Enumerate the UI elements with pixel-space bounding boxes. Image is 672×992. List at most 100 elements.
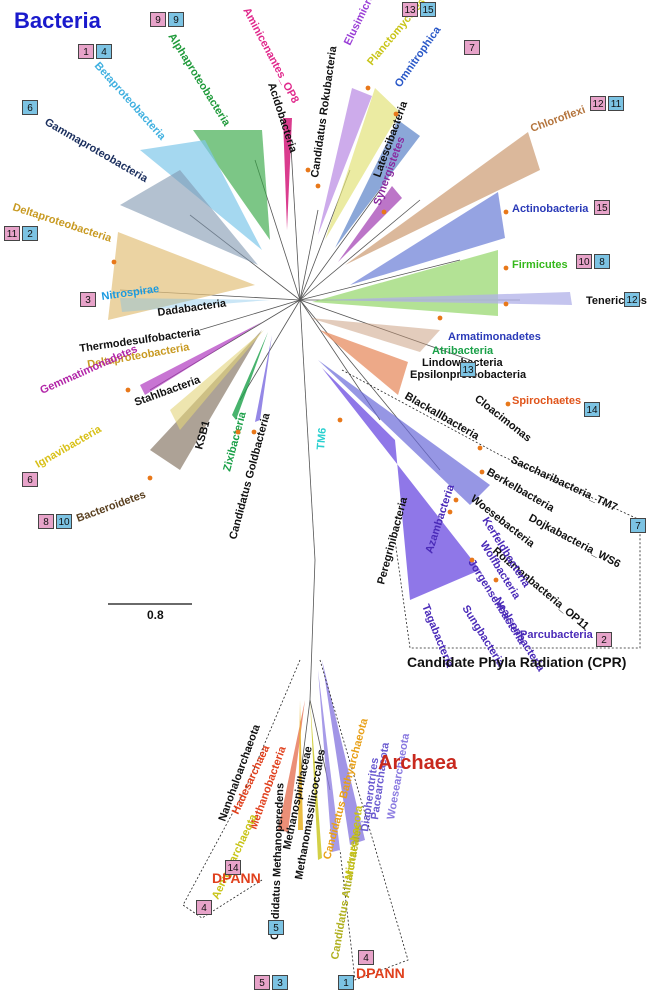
wedge-synergistetes <box>338 186 402 262</box>
badge-blue: 14 <box>584 402 600 417</box>
wedge-nitrospirae <box>120 298 270 312</box>
wedge-chloroflexi <box>345 132 540 265</box>
candidate-dot <box>305 167 311 173</box>
taxon-label-betaproteobacteria: Betaproteobacteria <box>92 60 169 143</box>
badge-blue: 1 <box>338 975 354 990</box>
taxon-label-zixibacteria: Zixibacteria <box>221 410 249 473</box>
wedge-deltaproteobacteria <box>108 232 255 320</box>
badge-blue: 3 <box>272 975 288 990</box>
candidate-dot <box>437 315 443 321</box>
wedge-cpr <box>322 368 480 600</box>
wedge-goldbacteria <box>255 335 272 422</box>
badge-pink: 10 <box>576 254 592 269</box>
wedge-methanobacteria <box>278 700 305 832</box>
badge-blue: 13 <box>460 362 476 377</box>
candidate-dot <box>503 209 509 215</box>
candidate-dot <box>447 509 453 515</box>
badge-pink: 4 <box>358 950 374 965</box>
wedge-gammaproteobacteria <box>120 170 258 265</box>
bacteria-heading: Bacteria <box>14 8 101 33</box>
badge-blue: 11 <box>608 96 624 111</box>
candidate-dot <box>469 557 475 563</box>
candidate-dot <box>493 577 499 583</box>
badge-blue: 12 <box>624 292 640 307</box>
badge-pink: 14 <box>225 860 241 875</box>
candidate-dot <box>503 301 509 307</box>
candidate-dot <box>235 429 241 435</box>
dpann-right-boundary <box>319 659 409 981</box>
badge-pink: 8 <box>38 514 54 529</box>
candidate-dot <box>365 85 371 91</box>
archaea-heading: Archaea <box>378 752 457 774</box>
taxon-label-alphaproteobacteria: Alphaproteobacteria <box>165 31 232 129</box>
candidate-dot <box>505 401 511 407</box>
taxon-label-dojkabacteria: Dojkabacteria_WS6 <box>527 512 623 571</box>
clade-wedges <box>108 88 572 860</box>
badge-pink: 7 <box>464 40 480 55</box>
wedge-planctomycetes <box>325 88 400 240</box>
wedge-omnitrophica <box>335 120 420 248</box>
candidate-dot <box>147 475 153 481</box>
candidate-dot <box>337 417 343 423</box>
dpann-right-heading: DPANN <box>356 965 405 981</box>
wedge-zixibacteria <box>232 332 268 420</box>
dpann-left-heading: DPANN <box>212 870 261 886</box>
taxon-label-chloroflexi: Chloroflexi <box>529 104 587 135</box>
badge-pink: 3 <box>80 292 96 307</box>
badge-blue: 10 <box>56 514 72 529</box>
wedge-tenericutes <box>318 292 572 305</box>
badge-pink: 4 <box>196 900 212 915</box>
candidate-dot <box>125 387 131 393</box>
candidate-dot <box>479 469 485 475</box>
wedge-acidobacteria <box>283 118 292 230</box>
candidate-dot <box>381 209 387 215</box>
wedge-betaproteobacteria <box>140 140 262 250</box>
candidate-dot <box>503 265 509 271</box>
taxon-label-elusimicrobia: Elusimicrobia <box>342 0 385 47</box>
wedge-altiarchaeales <box>310 700 322 860</box>
badge-blue: 7 <box>630 518 646 533</box>
taxon-label-spirochaetes: Spirochaetes <box>512 395 581 407</box>
wedge-gemmatimonadetes <box>140 322 262 395</box>
wedge-spirochaetes <box>320 330 408 395</box>
badge-blue: 8 <box>594 254 610 269</box>
taxon-label-aenigmarchaeota: Aenigmarchaeota <box>210 812 260 902</box>
cpr-boundary <box>341 369 641 649</box>
candidate-dot <box>111 259 117 265</box>
taxon-label-tm6: TM6 <box>315 427 329 450</box>
candidate-dot <box>315 183 321 189</box>
wedge-bathyarchaeota <box>298 700 303 830</box>
wedge-ignavibacteria <box>170 330 264 430</box>
badge-blue: 6 <box>22 100 38 115</box>
wedge-cpr-upper <box>318 360 490 505</box>
wedge-actinobacteria <box>350 192 505 285</box>
taxon-label-parcubacteria: Parcubacteria <box>520 629 594 641</box>
taxon-label-armatimonadetes: Armatimonadetes <box>448 331 541 343</box>
badge-pink: 1 <box>78 44 94 59</box>
candidate-dot <box>251 429 257 435</box>
taxon-label-bacteroidetes: Bacteroidetes <box>75 489 147 525</box>
badge-blue: 2 <box>22 226 38 241</box>
candidate-dot <box>453 497 459 503</box>
wedge-epsilonproteobacteria <box>310 318 440 352</box>
badge-pink: 2 <box>596 632 612 647</box>
wedge-pacearchaeota <box>318 670 340 852</box>
badge-pink: 13 <box>402 2 418 17</box>
cpr-heading: Candidate Phyla Radiation (CPR) <box>407 654 627 670</box>
badge-pink: 11 <box>4 226 20 241</box>
badge-pink: 6 <box>22 472 38 487</box>
taxon-label-firmicutes: Firmicutes <box>512 259 568 271</box>
candidate-dot <box>393 111 399 117</box>
badge-blue: 4 <box>96 44 112 59</box>
taxon-label-actinobacteria: Actinobacteria <box>512 203 589 215</box>
taxon-label-atribacteria: Atribacteria <box>432 345 494 357</box>
taxon-label-gammaproteobacteria: Gammaproteobacteria <box>43 116 151 185</box>
badge-pink: 9 <box>150 12 166 27</box>
badge-pink: 5 <box>254 975 270 990</box>
taxon-label-candidatus_methanoperedens: Candidatus Methanoperedens <box>269 783 286 940</box>
badge-pink: 15 <box>594 200 610 215</box>
taxon-label-ignavibacteria: Ignavibacteria <box>34 423 105 471</box>
badge-pink: 12 <box>590 96 606 111</box>
